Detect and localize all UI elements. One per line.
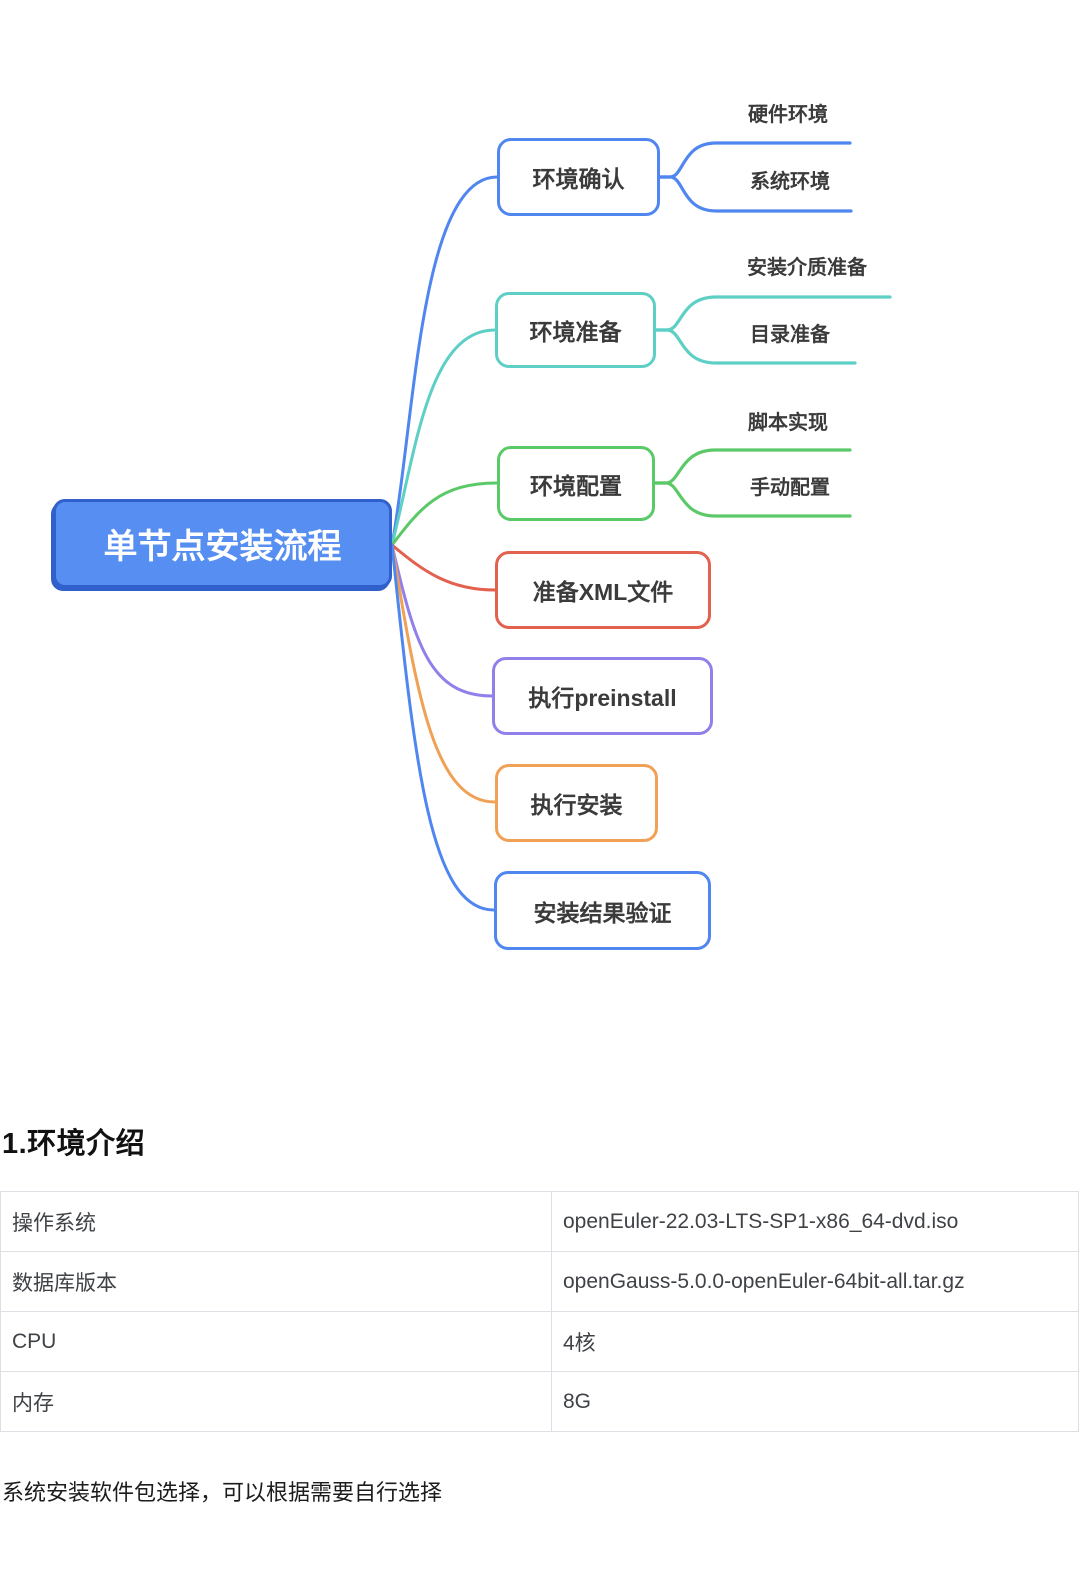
table-value-cell: 8G xyxy=(551,1371,1079,1432)
leaf-manual-config: 手动配置 xyxy=(750,477,830,499)
node-prepare-xml: 准备XML文件 xyxy=(495,551,711,629)
subbranch-line-system-env xyxy=(658,175,853,213)
leaf-directory-prep: 目录准备 xyxy=(750,324,830,346)
footer-note: 系统安装软件包选择，可以根据需要自行选择 xyxy=(2,1480,443,1505)
table-value-cell: 4核 xyxy=(551,1311,1079,1372)
branch-curve-prepare-xml xyxy=(390,543,497,592)
node-run-preinstall: 执行preinstall xyxy=(492,657,713,735)
table-key-cell: 内存 xyxy=(0,1371,552,1432)
table-key-cell: CPU xyxy=(0,1311,552,1372)
branch-curve-run-preinstall xyxy=(390,543,494,698)
mindmap-root-node: 单节点安装流程 xyxy=(53,499,392,588)
table-key-cell: 数据库版本 xyxy=(0,1251,552,1312)
leaf-script-impl: 脚本实现 xyxy=(748,412,828,434)
leaf-hardware-env: 硬件环境 xyxy=(748,104,828,126)
branch-curve-environment-confirm xyxy=(390,175,499,547)
node-environment-confirm: 环境确认 xyxy=(497,138,660,216)
branch-curve-verify-install xyxy=(390,543,496,912)
table-row: 操作系统 openEuler-22.03-LTS-SP1-x86_64-dvd.… xyxy=(0,1191,1079,1252)
leaf-system-env: 系统环境 xyxy=(750,171,830,193)
branch-curve-run-install xyxy=(390,543,497,804)
mindmap-connector-canvas xyxy=(390,141,892,912)
mindmap-diagram: 单节点安装流程 环境确认 环境准备 环境配置 准备XML文件 执行preinst… xyxy=(53,104,892,950)
subbranch-line-manual-config xyxy=(653,481,852,518)
table-key-cell: 操作系统 xyxy=(0,1191,552,1252)
node-run-install: 执行安装 xyxy=(495,764,658,842)
branch-curve-environment-config xyxy=(390,481,499,547)
leaf-install-media-prep: 安装介质准备 xyxy=(747,257,867,279)
table-row: CPU 4核 xyxy=(0,1311,1079,1372)
node-environment-prepare: 环境准备 xyxy=(495,292,656,368)
node-verify-install: 安装结果验证 xyxy=(494,871,711,950)
table-row: 内存 8G xyxy=(0,1371,1079,1432)
subbranch-line-directory-prep xyxy=(654,328,857,365)
node-environment-config: 环境配置 xyxy=(497,446,655,521)
table-value-cell: openEuler-22.03-LTS-SP1-x86_64-dvd.iso xyxy=(551,1191,1079,1252)
table-value-cell: openGauss-5.0.0-openEuler-64bit-all.tar.… xyxy=(551,1251,1079,1312)
table-row: 数据库版本 openGauss-5.0.0-openEuler-64bit-al… xyxy=(0,1251,1079,1312)
environment-table: 操作系统 openEuler-22.03-LTS-SP1-x86_64-dvd.… xyxy=(0,1191,1079,1432)
branch-curve-environment-prepare xyxy=(390,328,497,547)
section-heading: 1.环境介绍 xyxy=(2,1128,146,1160)
